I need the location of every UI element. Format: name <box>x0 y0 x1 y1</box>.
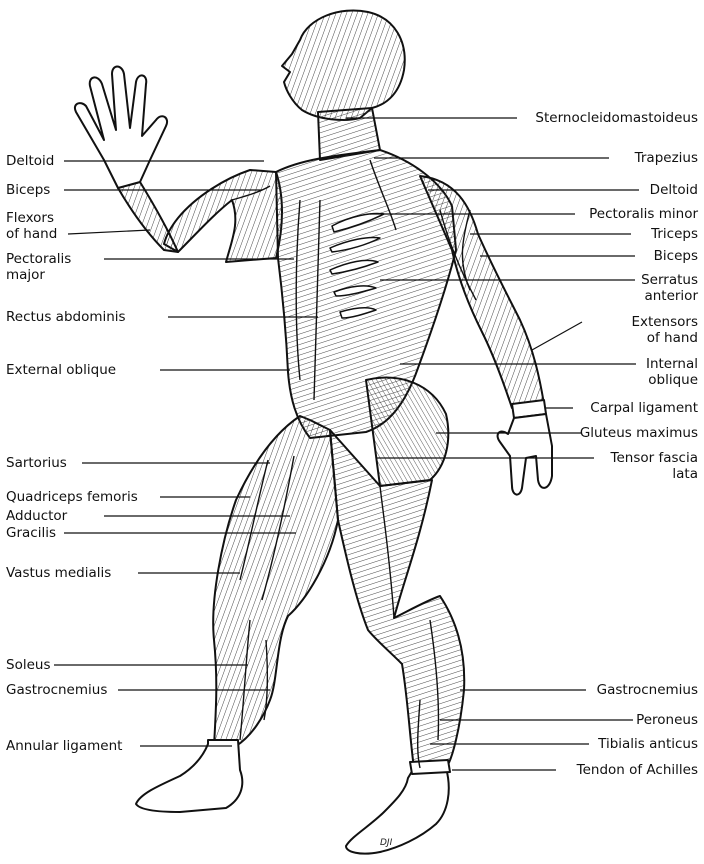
label-annular-ligament: Annular ligament <box>6 738 122 754</box>
label-peroneus: Peroneus <box>636 712 698 728</box>
label-gracilis: Gracilis <box>6 525 56 541</box>
forearm-raised <box>118 182 178 252</box>
label-external-oblique: External oblique <box>6 362 116 378</box>
label-internal-line2: oblique <box>648 372 698 388</box>
label-extensors-line1: Extensors <box>631 314 698 330</box>
label-tendon-of-achilles: Tendon of Achilles <box>577 762 698 778</box>
back-leg <box>213 416 338 746</box>
hip <box>366 378 448 486</box>
label-internal-oblique: Internal oblique <box>646 356 698 388</box>
label-serratus-anterior: Serratus anterior <box>641 272 698 304</box>
label-pectoralis-major: Pectoralis major <box>6 251 71 283</box>
label-vastus-medialis: Vastus medialis <box>6 565 111 581</box>
label-adductor: Adductor <box>6 508 67 524</box>
label-triceps: Triceps <box>651 226 698 242</box>
label-soleus: Soleus <box>6 657 50 673</box>
label-biceps-right: Biceps <box>654 248 698 264</box>
label-flexors-line1: Flexors <box>6 210 57 226</box>
label-sartorius: Sartorius <box>6 455 67 471</box>
label-rectus-abdominis: Rectus abdominis <box>6 309 126 325</box>
label-pectoralis-line1: Pectoralis <box>6 251 71 267</box>
label-extensors-line2: of hand <box>647 330 698 346</box>
label-serratus-line1: Serratus <box>641 272 698 288</box>
label-tensor-fascia-lata: Tensor fascia lata <box>611 450 698 482</box>
label-pectoralis-minor: Pectoralis minor <box>589 206 698 222</box>
front-ankle-band <box>410 760 450 774</box>
label-tensor-line1: Tensor fascia <box>611 450 698 466</box>
label-quadriceps-femoris: Quadriceps femoris <box>6 489 138 505</box>
label-gastrocnemius-left: Gastrocnemius <box>6 682 107 698</box>
label-flexors-of-hand: Flexors of hand <box>6 210 57 242</box>
back-foot <box>136 740 242 812</box>
body-outline <box>75 10 552 853</box>
label-sternocleidomastoideus: Sternocleidomastoideus <box>535 110 698 126</box>
label-internal-line1: Internal <box>646 356 698 372</box>
label-deltoid-right: Deltoid <box>650 182 698 198</box>
label-deltoid-left: Deltoid <box>6 153 54 169</box>
lowered-hand <box>498 414 552 495</box>
artist-signature: DJI <box>380 838 392 848</box>
label-serratus-line2: anterior <box>644 288 698 304</box>
label-flexors-line2: of hand <box>6 226 57 242</box>
label-tensor-line2: lata <box>672 466 698 482</box>
label-gluteus-maximus: Gluteus maximus <box>580 425 698 441</box>
label-tibialis-anticus: Tibialis anticus <box>598 736 698 752</box>
label-biceps-left: Biceps <box>6 182 50 198</box>
label-gastrocnemius-right: Gastrocnemius <box>597 682 698 698</box>
head <box>282 10 405 119</box>
label-pectoralis-line2: major <box>6 267 71 283</box>
label-trapezius: Trapezius <box>635 150 698 166</box>
raised-hand <box>75 67 167 189</box>
label-carpal-ligament: Carpal ligament <box>590 400 698 416</box>
raised-arm <box>164 170 282 262</box>
label-extensors-of-hand: Extensors of hand <box>631 314 698 346</box>
front-foot <box>346 768 449 854</box>
